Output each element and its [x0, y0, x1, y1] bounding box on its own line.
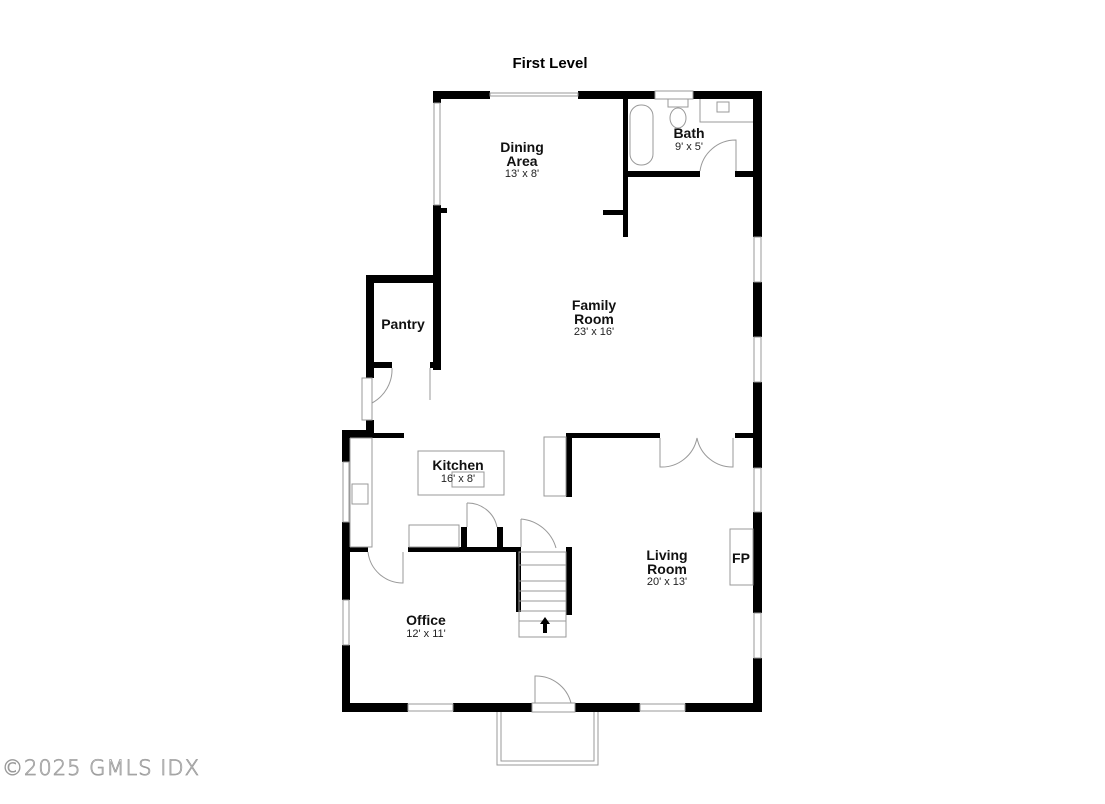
fixtures: [342, 90, 762, 766]
walls: [342, 91, 762, 712]
stair-arrow-icon: [540, 617, 550, 633]
room-office-size: 12' x 11': [406, 628, 446, 640]
watermark: ©2025 GMLS IDX: [2, 756, 200, 781]
room-kitchen-size: 16' x 8': [440, 473, 476, 485]
room-office: Office: [406, 612, 446, 628]
room-kitchen: Kitchen: [432, 457, 484, 473]
room-family-room-size: 23' x 16': [573, 326, 615, 338]
room-bath-size: 9' x 5': [674, 141, 704, 153]
room-bath: Bath: [673, 125, 705, 141]
room-living-room-size: 20' x 13': [646, 576, 688, 588]
room-pantry: Pantry: [381, 316, 425, 332]
level-title: First Level: [512, 55, 588, 72]
fireplace-label: FP: [732, 550, 750, 566]
room-dining-area-size: 13' x 8': [504, 168, 540, 180]
